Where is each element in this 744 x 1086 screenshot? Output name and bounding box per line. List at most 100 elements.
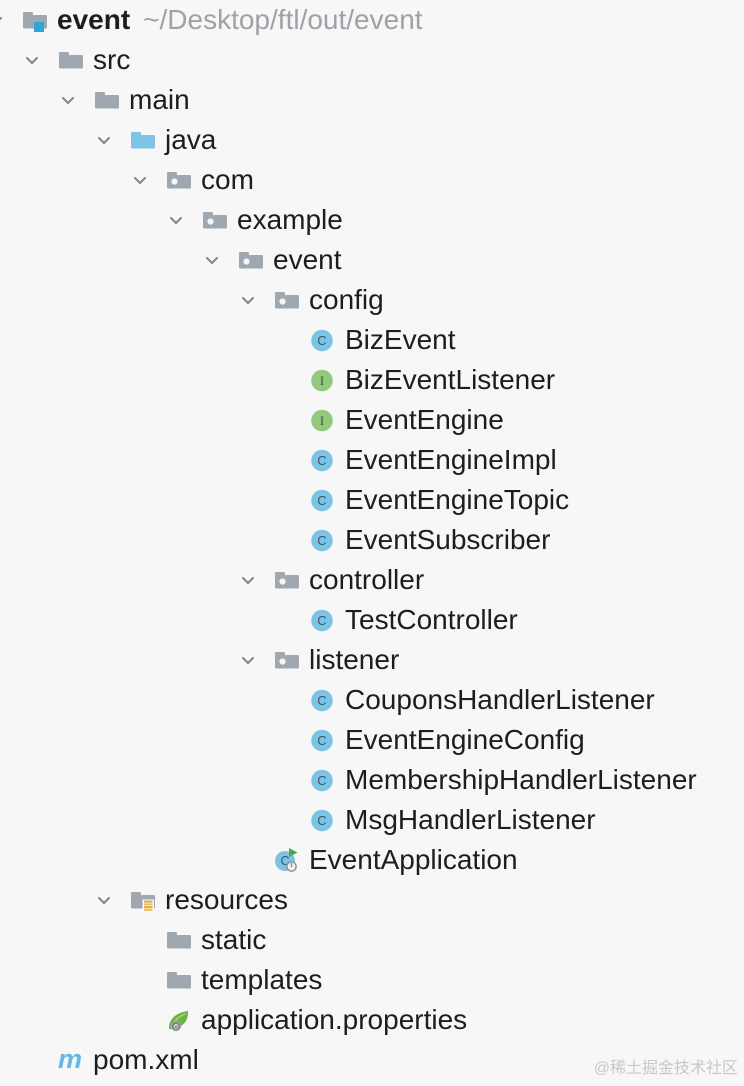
tree-node-eventenginetopic[interactable]: C EventEngineTopic xyxy=(0,480,744,520)
folder-package-icon xyxy=(274,288,300,312)
tree-node-eventapplication[interactable]: C EventApplication xyxy=(0,840,744,880)
tree-node-label: src xyxy=(93,44,131,75)
interface-icon: I xyxy=(310,368,336,392)
tree-node-label: java xyxy=(165,124,217,155)
tree-node-label: com xyxy=(201,164,254,195)
tree-node-event[interactable]: event ~/Desktop/ftl/out/event xyxy=(0,0,744,40)
tree-node-label: event xyxy=(273,244,342,275)
folder-package-icon xyxy=(274,648,300,672)
tree-node-couponshandlerlistener[interactable]: C CouponsHandlerListener xyxy=(0,680,744,720)
class-icon: C xyxy=(310,488,336,512)
chevron-down-icon[interactable] xyxy=(164,208,188,232)
chevron-down-icon[interactable] xyxy=(92,128,116,152)
folder-icon xyxy=(94,88,120,112)
tree-node-label: TestController xyxy=(345,604,518,635)
tree-node-label: CouponsHandlerListener xyxy=(345,684,655,715)
tree-node-event[interactable]: event xyxy=(0,240,744,280)
svg-text:C: C xyxy=(317,613,326,628)
svg-text:C: C xyxy=(317,733,326,748)
tree-node-label: EventEngine xyxy=(345,404,504,435)
class-icon: C xyxy=(310,608,336,632)
svg-text:C: C xyxy=(317,773,326,788)
tree-node-bizeventlistener[interactable]: I BizEventListener xyxy=(0,360,744,400)
chevron-down-icon[interactable] xyxy=(236,288,260,312)
tree-node-controller[interactable]: controller xyxy=(0,560,744,600)
tree-node-com[interactable]: com xyxy=(0,160,744,200)
tree-node-listener[interactable]: listener xyxy=(0,640,744,680)
folder-icon xyxy=(58,48,84,72)
folder-icon xyxy=(166,968,192,992)
tree-node-src[interactable]: src xyxy=(0,40,744,80)
chevron-down-icon[interactable] xyxy=(236,568,260,592)
tree-node-resources[interactable]: resources xyxy=(0,880,744,920)
tree-node-label: pom.xml xyxy=(93,1044,199,1075)
tree-node-label: EventEngineTopic xyxy=(345,484,570,515)
svg-text:C: C xyxy=(317,453,326,468)
folder-root-icon xyxy=(22,8,48,32)
folder-source-icon xyxy=(130,128,156,152)
tree-node-label: resources xyxy=(165,884,288,915)
chevron-down-icon[interactable] xyxy=(128,168,152,192)
tree-node-label: main xyxy=(129,84,190,115)
tree-node-eventengineimpl[interactable]: C EventEngineImpl xyxy=(0,440,744,480)
tree-node-label: MembershipHandlerListener xyxy=(345,764,697,795)
class-icon: C xyxy=(310,728,336,752)
tree-node-pom-xml[interactable]: m pom.xml xyxy=(0,1040,744,1080)
chevron-down-icon[interactable] xyxy=(20,48,44,72)
tree-node-static[interactable]: static xyxy=(0,920,744,960)
folder-package-icon xyxy=(166,168,192,192)
tree-node-label: templates xyxy=(201,964,323,995)
class-icon: C xyxy=(310,448,336,472)
project-root-path: ~/Desktop/ftl/out/event xyxy=(143,4,423,35)
chevron-down-icon[interactable] xyxy=(200,248,224,272)
tree-node-example[interactable]: example xyxy=(0,200,744,240)
tree-node-eventengineconfig[interactable]: C EventEngineConfig xyxy=(0,720,744,760)
folder-package-icon xyxy=(274,568,300,592)
svg-text:C: C xyxy=(317,813,326,828)
tree-node-label: controller xyxy=(309,564,425,595)
folder-resources-icon xyxy=(130,888,156,912)
tree-node-label: application.properties xyxy=(201,1004,468,1035)
tree-node-main[interactable]: main xyxy=(0,80,744,120)
class-main-icon: C xyxy=(274,848,300,872)
class-icon: C xyxy=(310,808,336,832)
tree-node-testcontroller[interactable]: C TestController xyxy=(0,600,744,640)
chevron-down-icon[interactable] xyxy=(0,8,8,32)
tree-node-label: config xyxy=(309,284,384,315)
class-icon: C xyxy=(310,688,336,712)
chevron-down-icon[interactable] xyxy=(92,888,116,912)
tree-node-membershiphandlerlistener[interactable]: C MembershipHandlerListener xyxy=(0,760,744,800)
svg-text:C: C xyxy=(317,533,326,548)
tree-node-label: example xyxy=(237,204,343,235)
tree-node-application-properties[interactable]: application.properties xyxy=(0,1000,744,1040)
tree-node-label: BizEvent xyxy=(345,324,456,355)
svg-text:I: I xyxy=(320,373,324,388)
tree-node-label: event xyxy=(57,4,131,35)
tree-node-label: EventApplication xyxy=(309,844,518,875)
tree-node-templates[interactable]: templates xyxy=(0,960,744,1000)
tree-node-msghandlerlistener[interactable]: C MsgHandlerListener xyxy=(0,800,744,840)
svg-text:C: C xyxy=(317,493,326,508)
tree-node-label: EventEngineConfig xyxy=(345,724,585,755)
class-icon: C xyxy=(310,528,336,552)
tree-node-eventengine[interactable]: I EventEngine xyxy=(0,400,744,440)
tree-node-java[interactable]: java xyxy=(0,120,744,160)
tree-node-config[interactable]: config xyxy=(0,280,744,320)
class-icon: C xyxy=(310,768,336,792)
chevron-down-icon[interactable] xyxy=(56,88,80,112)
folder-icon xyxy=(166,928,192,952)
properties-spring-icon xyxy=(166,1008,192,1032)
tree-node-eventsubscriber[interactable]: C EventSubscriber xyxy=(0,520,744,560)
svg-text:m: m xyxy=(58,1048,82,1072)
watermark: @稀土掘金技术社区 xyxy=(593,1060,738,1077)
interface-icon: I xyxy=(310,408,336,432)
chevron-down-icon[interactable] xyxy=(236,648,260,672)
tree-node-label: listener xyxy=(309,644,400,675)
folder-package-icon xyxy=(238,248,264,272)
folder-package-icon xyxy=(202,208,228,232)
tree-node-label: MsgHandlerListener xyxy=(345,804,596,835)
tree-node-label: static xyxy=(201,924,267,955)
class-icon: C xyxy=(310,328,336,352)
tree-node-bizevent[interactable]: C BizEvent xyxy=(0,320,744,360)
